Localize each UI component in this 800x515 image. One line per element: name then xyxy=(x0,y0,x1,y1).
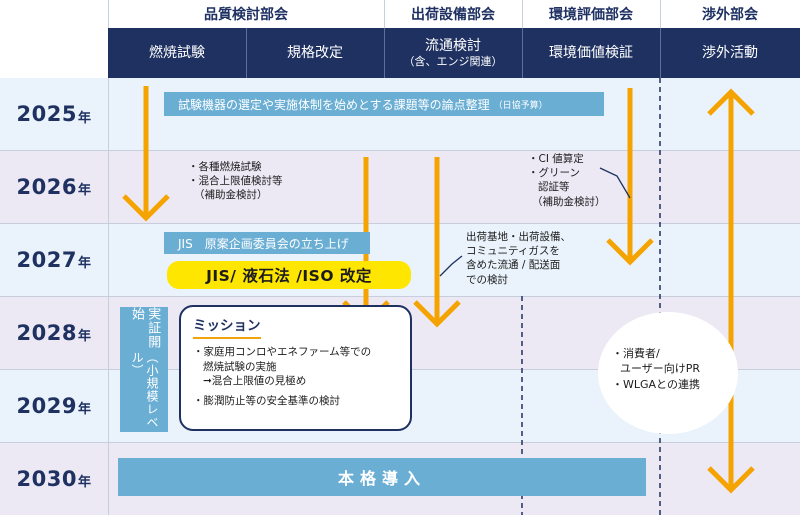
note-line: 含めた流通 / 配送面 xyxy=(466,259,561,272)
subgroup-label: 規格改定 xyxy=(287,44,343,61)
mission-title: ミッション xyxy=(193,317,261,339)
arrowhead-combustion xyxy=(122,194,170,222)
year-unit: 年 xyxy=(77,475,92,490)
pr-line: ・WLGAとの連携 xyxy=(612,377,700,391)
full-adoption-text: 本格導入 xyxy=(337,469,426,488)
subgroup-outreach: 渉外活動 xyxy=(660,28,800,78)
jis-committee-bar: JIS 原案企画委員会の立ち上げ xyxy=(164,232,370,254)
pilot-start-text: 実証開始 xyxy=(129,307,161,349)
pr-line: ・消費者/ xyxy=(612,347,660,360)
year-unit: 年 xyxy=(77,329,92,344)
year-value: 2025 xyxy=(16,102,77,126)
subgroup-label: 渉外活動 xyxy=(702,44,758,61)
note-line: ・グリーン xyxy=(528,167,580,180)
header-divider xyxy=(522,28,523,78)
note-line: ・各種燃焼試験 xyxy=(188,161,262,173)
subgroup-label: 環境価値検証 xyxy=(549,44,633,61)
dept-env: 環境評価部会 xyxy=(522,0,660,28)
jis-revision-highlight: JIS/ 液石法 /ISO 改定 xyxy=(167,261,411,289)
row-divider xyxy=(0,150,800,151)
header-divider xyxy=(660,0,661,28)
combustion-note: ・各種燃焼試験 ・混合上限値検討等 （補助金検討） xyxy=(188,160,283,203)
note-line: （補助金検討） xyxy=(532,195,606,208)
row-divider xyxy=(0,296,800,297)
note-line: での検討 xyxy=(466,273,508,286)
subgroup-combustion: 燃焼試験 xyxy=(108,28,246,78)
year-value: 2028 xyxy=(16,320,77,345)
header-divider xyxy=(384,0,385,28)
year-value: 2026 xyxy=(16,174,77,199)
env-note: ・CI 値算定 ・グリーン 認証等 （補助金検討） xyxy=(528,152,606,209)
subgroup-label: 流通検討 xyxy=(425,38,481,54)
year-unit: 年 xyxy=(77,256,92,271)
year-value: 2030 xyxy=(16,466,77,491)
callout-line xyxy=(439,255,463,277)
note-line: 出荷基地・出荷設備、 xyxy=(466,231,571,243)
year-value: 2029 xyxy=(16,393,77,418)
dept-quality: 品質検討部会 xyxy=(108,0,384,28)
header-divider xyxy=(246,28,247,78)
dept-external: 渉外部会 xyxy=(660,0,800,28)
subgroup-label: 燃焼試験 xyxy=(149,44,205,61)
year-column-divider xyxy=(108,78,109,515)
jis-committee-text: JIS 原案企画委員会の立ち上げ xyxy=(178,236,349,251)
mission-box: ミッション ・家庭用コンロやエネファーム等での 燃焼試験の実施 ➞混合上限値の見… xyxy=(179,305,412,431)
budget-note: （日協予算） xyxy=(493,100,548,111)
note-line: ・CI 値算定 xyxy=(528,153,584,165)
full-adoption-bar: 本格導入 xyxy=(118,458,646,496)
pr-bubble: ・消費者/ ユーザー向けPR ・WLGAとの連携 xyxy=(598,312,738,434)
mission-line: ・家庭用コンロやエネファーム等での xyxy=(193,345,372,358)
subgroup-distribution: 流通検討 （含、エンジ関連） xyxy=(384,28,522,78)
year-value: 2027 xyxy=(16,247,77,272)
note-line: ・混合上限値検討等 xyxy=(188,175,283,188)
year-unit: 年 xyxy=(77,110,92,126)
arrowhead-distribution xyxy=(413,300,461,328)
row-divider xyxy=(0,442,800,443)
note-line: 認証等 xyxy=(538,181,570,194)
header-divider xyxy=(660,28,661,78)
jis-revision-text: JIS/ 液石法 /ISO 改定 xyxy=(206,267,372,285)
row-2026 xyxy=(0,150,800,223)
mission-line: ➞混合上限値の見極め xyxy=(203,375,307,388)
subgroup-envvalue: 環境価値検証 xyxy=(522,28,660,78)
mission-line: ・膨潤防止等の安全基準の検討 xyxy=(193,394,340,407)
pr-line: ユーザー向けPR xyxy=(620,362,701,376)
note-line: コミュニティガスを xyxy=(466,245,560,258)
year-unit: 年 xyxy=(77,402,92,417)
pilot-start-label: 実証開始 （小規模レベル） xyxy=(120,307,168,432)
year-unit: 年 xyxy=(77,183,92,198)
subgroup-sublabel: （含、エンジ関連） xyxy=(403,54,503,68)
subgroup-spec: 規格改定 xyxy=(246,28,384,78)
header-divider xyxy=(522,0,523,28)
header-divider xyxy=(384,28,385,78)
issue-review-bar: 試験機器の選定や実施体制を始めとする課題等の論点整理 （日協予算） xyxy=(164,92,604,116)
arrowhead-outreach-up xyxy=(707,88,755,116)
issue-review-text: 試験機器の選定や実施体制を始めとする課題等の論点整理 xyxy=(178,97,490,112)
dept-shipping: 出荷設備部会 xyxy=(384,0,522,28)
row-divider xyxy=(0,223,800,224)
callout-line xyxy=(599,167,631,199)
pilot-scale-text: （小規模レベル） xyxy=(130,350,159,429)
arrowhead-outreach-down xyxy=(707,466,755,494)
arrowhead-envvalue xyxy=(606,238,654,266)
shipping-note: 出荷基地・出荷設備、 コミュニティガスを 含めた流通 / 配送面 での検討 xyxy=(466,230,571,287)
header-divider xyxy=(108,0,109,28)
mission-line: 燃焼試験の実施 xyxy=(203,360,277,373)
note-line: （補助金検討） xyxy=(194,189,268,202)
